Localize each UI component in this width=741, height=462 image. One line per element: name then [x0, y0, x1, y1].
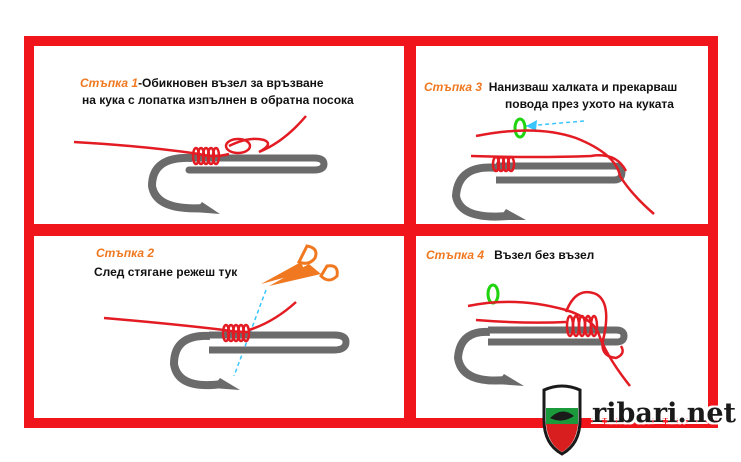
- loop: [224, 137, 252, 155]
- flag-shield-icon: [542, 384, 582, 456]
- step-3-hook-illustration: [451, 117, 655, 221]
- step-2-line1: След стягане режеш тук: [94, 265, 238, 279]
- knot-wraps: [221, 323, 251, 343]
- step-2-hook-illustration: [103, 244, 350, 390]
- ring-icon: [486, 283, 500, 305]
- knot-wraps: [491, 155, 516, 173]
- ribari-logo: [542, 384, 582, 456]
- step-3-caption: Стъпка 3 Нанизваш халката и прекарваш: [424, 80, 677, 95]
- step-1-line1: -Обикновен възел за връзване: [138, 76, 324, 90]
- logo-text: ribari.net: [592, 398, 737, 429]
- hook-shank: [209, 331, 350, 354]
- panel-step-3: Стъпка 3 Нанизваш халката и прекарваш по…: [416, 46, 708, 224]
- step-4-line1: Възел без възел: [494, 248, 595, 262]
- line-loop: [564, 290, 624, 360]
- step-4-label: Стъпка 4: [426, 248, 485, 262]
- hook-barb: [212, 378, 240, 390]
- step-3-line1: Нанизваш халката и прекарваш: [488, 80, 678, 94]
- hook-bend: [453, 327, 507, 385]
- hook-barb: [498, 209, 526, 220]
- arrow-line: [525, 120, 585, 127]
- panel-step-2: Стъпка 2 След стягане режеш тук: [34, 236, 404, 418]
- hook-bend: [451, 163, 509, 221]
- line-main: [475, 129, 655, 215]
- line-lower: [475, 318, 567, 324]
- panel-step-1: Стъпка 1-Обикновен възел за връзване на …: [34, 46, 404, 224]
- step-2-label: Стъпка 2: [96, 246, 155, 260]
- scissors-icon: [261, 244, 339, 286]
- hook-shank: [496, 162, 626, 184]
- line-lower: [470, 154, 628, 172]
- step-4-hook-illustration: [453, 283, 631, 387]
- line-tag: [228, 115, 307, 154]
- step-3-line2: повода през ухото на куката: [505, 97, 674, 111]
- knot-wraps: [191, 146, 221, 166]
- arrow-head: [526, 120, 537, 131]
- hook-barb: [194, 202, 220, 214]
- hook-bend: [169, 331, 223, 390]
- step-1-label: Стъпка 1: [80, 76, 139, 90]
- step-1-line2: на кука с лопатка изпълнен в обратна пос…: [82, 93, 354, 107]
- step-1-caption: Стъпка 1-Обикновен възел за връзване: [80, 76, 324, 91]
- step-3-label: Стъпка 3: [424, 80, 483, 94]
- step-4-caption: Стъпка 4 Възел без възел: [426, 248, 594, 263]
- knot-wraps: [565, 314, 599, 338]
- hook-shank: [185, 154, 328, 174]
- hook-barb: [496, 374, 524, 386]
- line-tag: [248, 301, 297, 332]
- hook-shank: [488, 326, 628, 346]
- hook-bend: [147, 153, 205, 213]
- ring-icon: [513, 117, 527, 139]
- step-1-hook-illustration: [73, 115, 328, 214]
